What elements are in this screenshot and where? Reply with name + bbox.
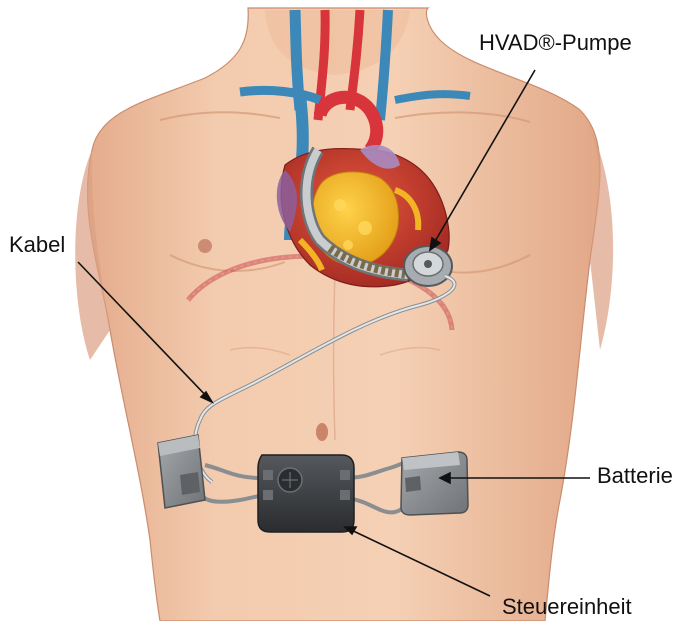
controller-device xyxy=(258,455,354,532)
battery-pack-right xyxy=(401,452,468,515)
battery-pack-left xyxy=(158,435,205,508)
nipple xyxy=(198,239,212,253)
battery-label: Batterie xyxy=(597,465,673,487)
controller-label: Steuereinheit xyxy=(502,596,632,618)
cable-label: Kabel xyxy=(9,234,65,256)
pump-label: HVAD®-Pumpe xyxy=(479,32,632,54)
navel xyxy=(316,423,328,441)
